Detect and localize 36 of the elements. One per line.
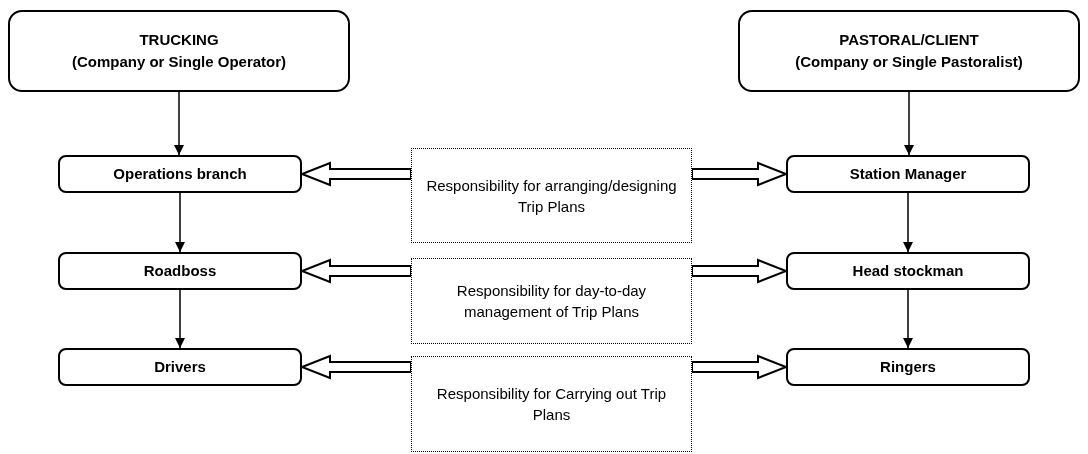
box-title: PASTORAL/CLIENT [839,30,979,50]
organisation-box [738,10,1080,92]
block-arrow [691,258,789,284]
role-box [58,155,302,193]
responsibility-text: Responsibility for Carrying out Trip Plans [435,384,668,425]
box-title: Station Manager [849,163,967,184]
block-arrow [691,161,789,187]
responsibility-box [411,356,692,452]
block-arrow [299,258,412,284]
box-title: Head stockman [852,260,964,281]
box-subtitle: (Company or Single Pastoralist) [795,52,1023,72]
responsibility-text: Responsibility for arranging/designing Trip Plans [425,175,678,217]
responsibility-box [411,148,692,243]
role-box [58,252,302,290]
block-arrow [299,354,412,380]
block-arrow [691,354,789,380]
box-subtitle: (Company or Single Operator) [71,52,287,72]
arrow [903,192,913,253]
box-title: Roadboss [143,260,217,281]
responsibility-text: Responsibility for day-to-day management of Trip Plans [455,281,648,322]
block-arrow [299,161,412,187]
role-box [58,348,302,386]
arrow [904,91,914,156]
arrow [175,289,185,349]
role-box [786,252,1030,290]
role-box [786,348,1030,386]
box-title: TRUCKING [139,30,219,50]
arrow [175,192,185,253]
organisation-box [8,10,350,92]
responsibility-box [411,258,692,344]
box-title: Drivers [154,356,206,377]
arrow [903,289,913,349]
box-title: Operations branch [113,163,247,184]
role-box [786,155,1030,193]
box-title: Ringers [880,356,936,377]
arrow [174,91,184,156]
